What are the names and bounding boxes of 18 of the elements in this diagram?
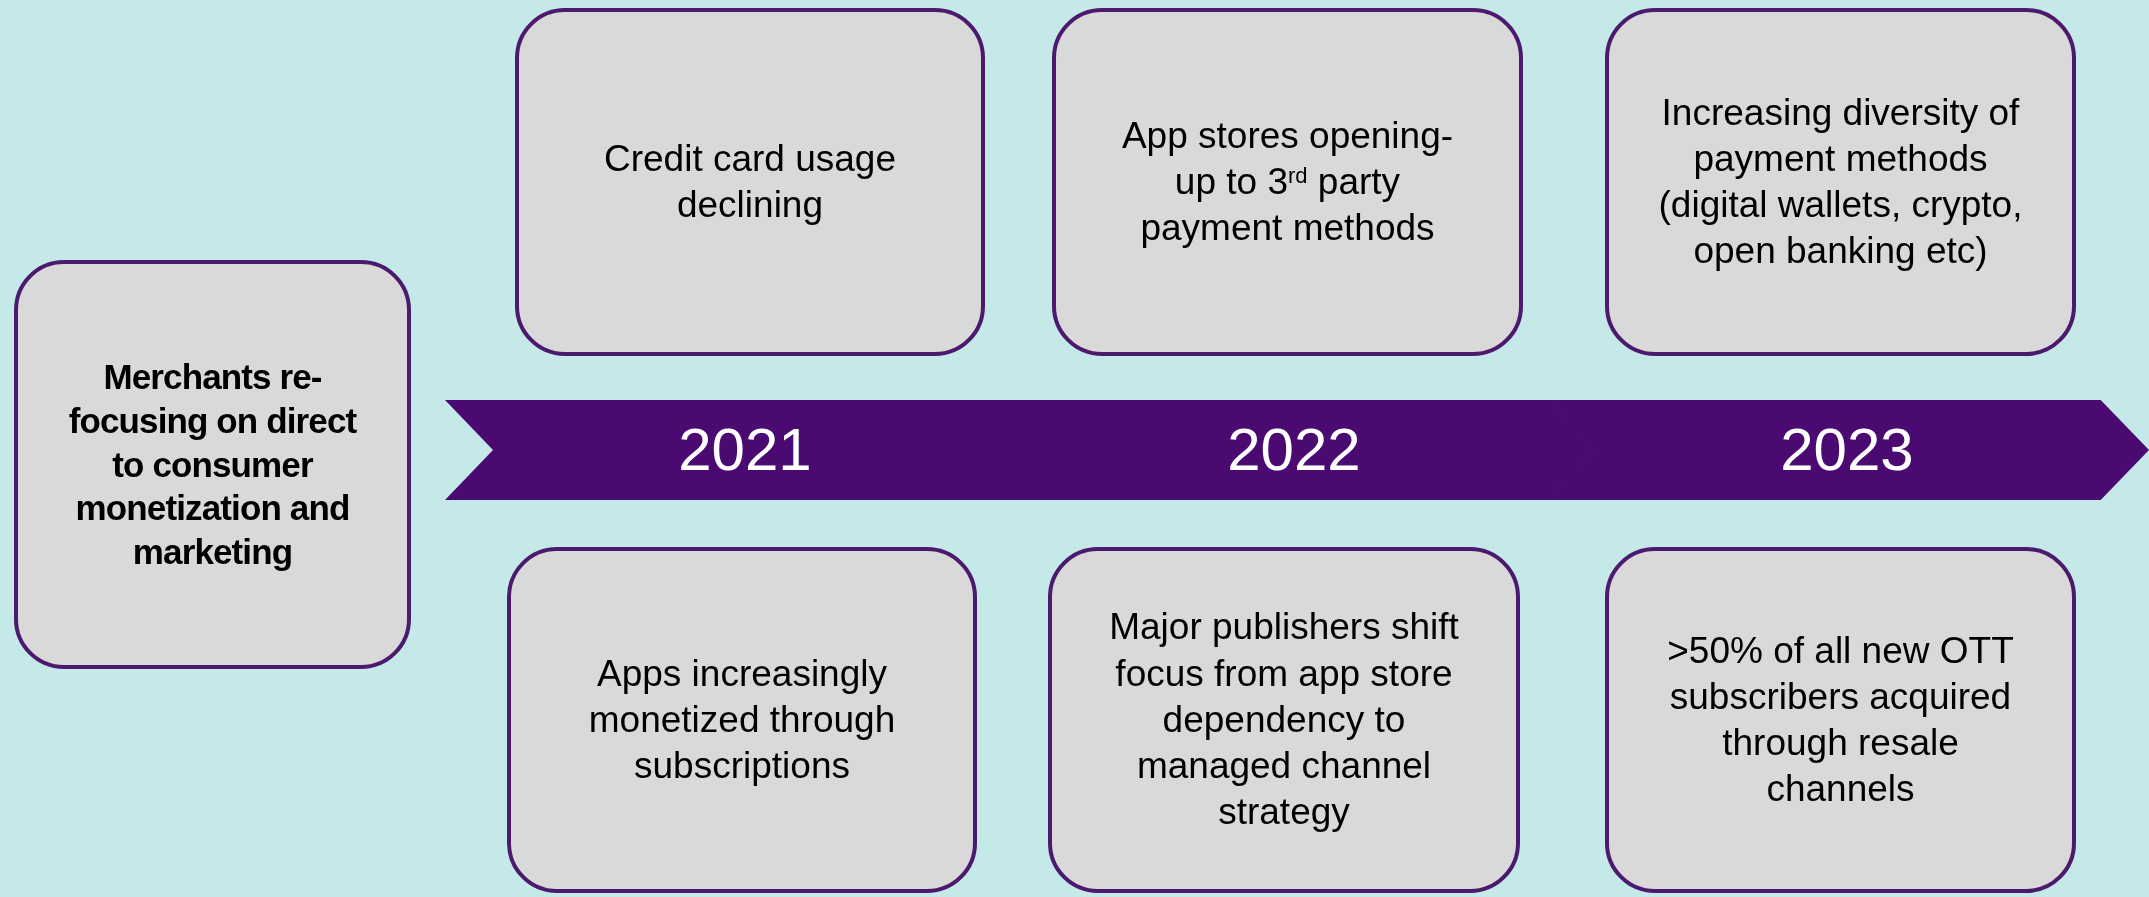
year-label: 2021 bbox=[678, 420, 812, 480]
event-box bbox=[515, 8, 985, 356]
event-box bbox=[1605, 8, 2076, 356]
event-text: Major publishers shift focus from app store dependency to managed channel strategy bbox=[1108, 605, 1460, 835]
summary-text: Merchants re-focusing on direct to consumer monetization and marketing bbox=[67, 356, 358, 574]
event-text: Credit card usage declining bbox=[602, 136, 897, 227]
event-box bbox=[507, 547, 977, 893]
year-label: 2022 bbox=[1227, 420, 1361, 480]
event-text: >50% of all new OTT subscribers acquired through resale channels bbox=[1666, 628, 2015, 812]
summary-box bbox=[14, 260, 411, 669]
event-text: App stores opening-up to 3$^{rd}$ party payment methods bbox=[1120, 113, 1455, 251]
event-box bbox=[1605, 547, 2076, 893]
event-box bbox=[1048, 547, 1520, 893]
timeline-year-band bbox=[1545, 400, 2149, 500]
event-text: Apps increasingly monetized through subscriptions bbox=[587, 651, 897, 789]
event-box bbox=[1052, 8, 1523, 356]
event-text: Increasing diversity of payment methods (digital wallets, crypto, open banking etc) bbox=[1657, 90, 2024, 274]
year-label: 2023 bbox=[1780, 420, 1914, 480]
